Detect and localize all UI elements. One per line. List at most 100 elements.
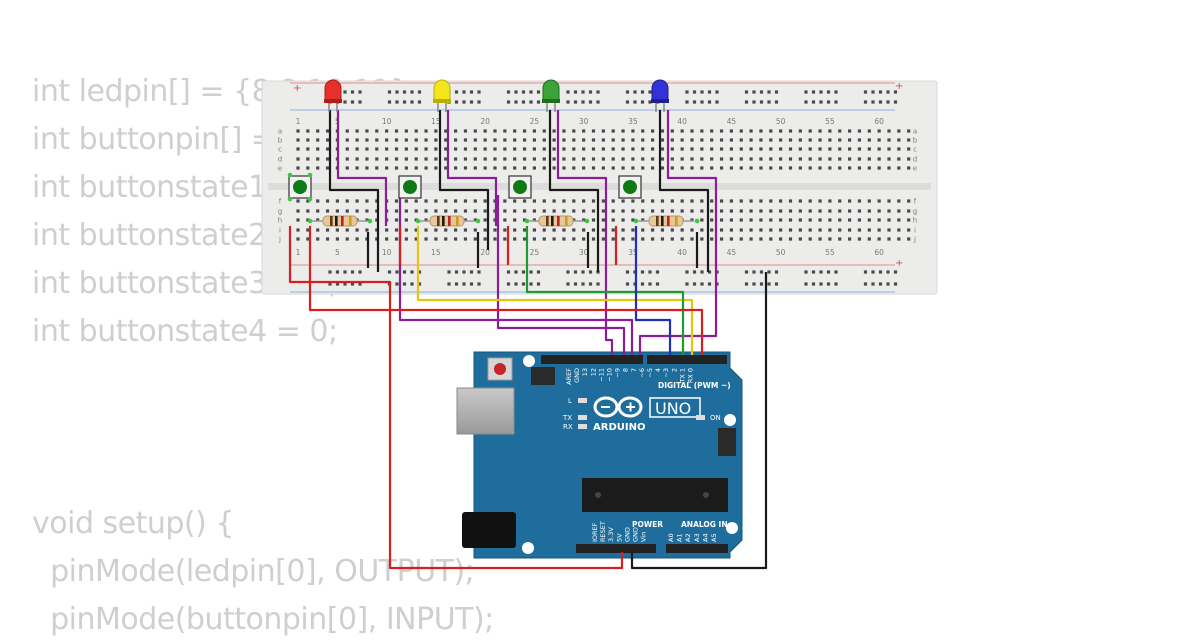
breadboard-hole xyxy=(296,157,300,161)
rail-hole xyxy=(700,90,704,94)
rail-hole xyxy=(834,270,838,274)
breadboard-hole xyxy=(404,147,408,151)
breadboard-hole xyxy=(808,129,812,133)
pushbutton-cap[interactable] xyxy=(403,180,417,194)
rail-hole xyxy=(633,100,637,104)
breadboard-hole xyxy=(306,147,310,151)
breadboard-hole xyxy=(887,237,891,241)
breadboard-hole xyxy=(710,138,714,142)
resistor-band xyxy=(341,216,344,226)
reset-button[interactable] xyxy=(494,363,506,375)
row-letter: d xyxy=(278,156,282,164)
rail-hole xyxy=(566,270,570,274)
breadboard-hole xyxy=(542,166,546,170)
breadboard-hole xyxy=(877,138,881,142)
column-number: 40 xyxy=(677,117,687,126)
wire-red xyxy=(288,226,624,570)
breadboard-hole xyxy=(394,147,399,151)
breadboard-hole xyxy=(601,209,605,213)
breadboard-hole xyxy=(404,166,408,170)
breadboard-hole xyxy=(542,209,546,213)
breadboard-hole xyxy=(444,209,448,213)
rail-hole xyxy=(685,90,689,94)
chip-dot-right xyxy=(703,492,709,498)
model-label: UNO xyxy=(655,399,691,418)
rail-hole xyxy=(692,90,697,94)
breadboard-hole xyxy=(591,209,596,213)
breadboard-hole xyxy=(325,157,330,161)
pushbutton-cap[interactable] xyxy=(513,180,527,194)
breadboard-hole xyxy=(690,166,694,170)
rail-hole xyxy=(871,100,875,104)
breadboard-hole xyxy=(818,147,822,151)
rail-hole xyxy=(469,270,474,274)
rail-hole xyxy=(707,270,712,274)
breadboard-hole xyxy=(572,147,576,151)
breadboard-hole xyxy=(454,129,458,133)
breadboard-hole xyxy=(759,166,763,170)
arduino-pin-label: 4 xyxy=(654,368,662,372)
arduino-pin-label: ~9 xyxy=(614,368,622,378)
rail-hole xyxy=(514,270,518,274)
wire-red xyxy=(308,226,704,355)
breadboard-hole xyxy=(345,157,349,161)
breadboard-hole xyxy=(473,199,477,203)
breadboard-hole xyxy=(424,237,428,241)
rail-hole xyxy=(886,100,890,104)
breadboard-hole xyxy=(769,147,773,151)
breadboard-hole xyxy=(532,237,536,241)
breadboard-hole xyxy=(818,157,822,161)
breadboard-hole xyxy=(562,237,566,241)
breadboard-hole xyxy=(660,138,665,142)
rail-hole xyxy=(335,282,340,286)
breadboard-hole xyxy=(542,228,546,232)
breadboard-hole xyxy=(572,209,576,213)
breadboard-hole xyxy=(611,237,615,241)
breadboard-hole xyxy=(838,129,842,133)
rail-hole xyxy=(343,100,347,104)
rail-hole xyxy=(625,100,630,104)
breadboard-hole xyxy=(335,199,339,203)
rail-hole xyxy=(417,100,422,104)
breadboard-hole xyxy=(719,218,724,222)
breadboard-hole xyxy=(729,209,733,213)
breadboard-hole xyxy=(857,147,862,151)
breadboard-hole xyxy=(601,228,605,232)
resistor-band xyxy=(551,216,554,226)
breadboard-hole xyxy=(621,218,625,222)
rail-hole xyxy=(410,282,414,286)
breadboard-hole xyxy=(651,237,655,241)
rail-hole xyxy=(767,270,771,274)
breadboard-hole xyxy=(414,199,418,203)
breadboard-hole xyxy=(601,199,605,203)
breadboard-hole xyxy=(483,129,487,133)
breadboard-hole xyxy=(375,147,379,151)
rail-hole xyxy=(529,270,533,274)
rail-hole xyxy=(685,100,689,104)
breadboard-hole xyxy=(463,237,468,241)
breadboard-hole xyxy=(749,138,753,142)
rail-hole xyxy=(395,282,399,286)
breadboard-hole xyxy=(641,166,645,170)
breadboard-hole xyxy=(522,209,527,213)
breadboard-hole xyxy=(739,138,743,142)
breadboard-hole xyxy=(867,157,871,161)
column-number: 1 xyxy=(296,248,301,257)
connection-dot xyxy=(307,172,313,178)
rail-hole xyxy=(462,270,466,274)
resistor xyxy=(648,215,684,227)
breadboard-hole xyxy=(897,138,901,142)
breadboard-hole xyxy=(316,138,320,142)
breadboard-hole xyxy=(572,157,576,161)
breadboard-hole xyxy=(710,228,714,232)
rail-hole xyxy=(811,100,816,104)
breadboard-hole xyxy=(848,157,852,161)
pushbutton-cap[interactable] xyxy=(623,180,637,194)
breadboard-hole xyxy=(375,237,379,241)
breadboard-hole xyxy=(769,157,773,161)
breadboard-hole xyxy=(552,157,556,161)
breadboard-hole xyxy=(355,157,359,161)
breadboard-hole xyxy=(749,166,753,170)
pushbutton-cap[interactable] xyxy=(293,180,307,194)
breadboard-hole xyxy=(325,166,330,170)
